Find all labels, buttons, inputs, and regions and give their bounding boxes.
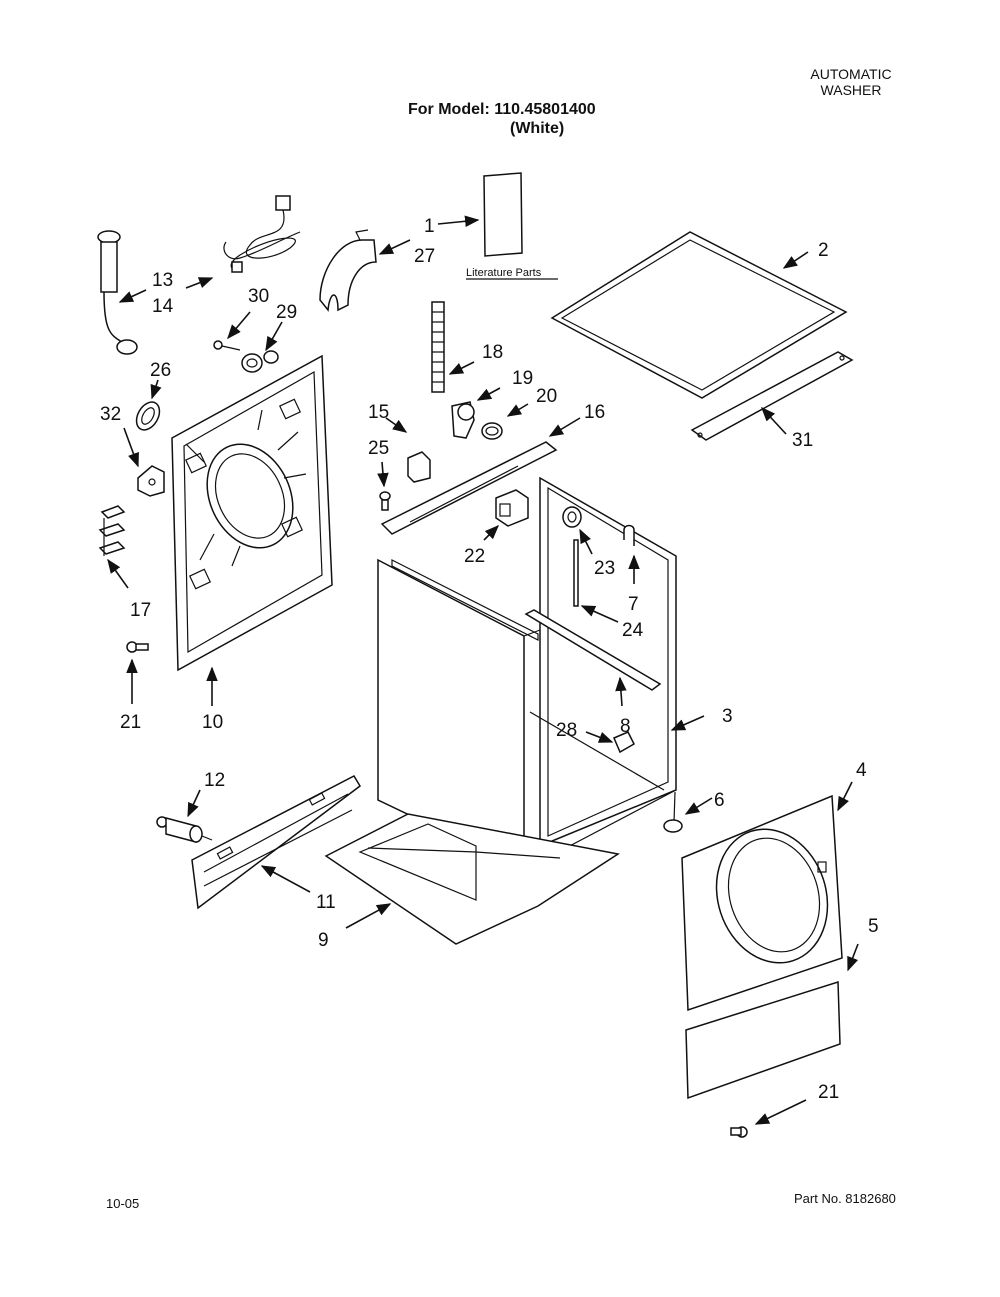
drain-hose: [431, 301, 445, 393]
hose-clamp: [481, 422, 503, 440]
leveling-leg: [663, 791, 683, 833]
callout-8: 8: [620, 716, 631, 737]
callout-27: 27: [414, 246, 435, 267]
water-level-switch: [562, 506, 582, 528]
callout-10: 10: [202, 712, 223, 733]
callout-5: 5: [868, 916, 879, 937]
strain-relief: [241, 350, 279, 373]
callout-22: 22: [464, 546, 485, 567]
hose-guide: [319, 229, 377, 312]
callout-25: 25: [368, 438, 389, 459]
callout-21-front: 21: [818, 1082, 839, 1103]
callout-14: 14: [152, 296, 174, 317]
callout-28: 28: [556, 720, 577, 741]
callout-9: 9: [318, 930, 329, 951]
callout-23: 23: [594, 558, 615, 579]
part-number: Part No. 8182680: [794, 1191, 896, 1206]
revision-date: 10-05: [106, 1196, 140, 1211]
pressure-switch: [495, 489, 529, 527]
model-title: For Model: 110.45801400: [408, 101, 596, 118]
grommet: [135, 401, 161, 431]
callout-20: 20: [536, 386, 557, 407]
callout-11: 11: [316, 892, 336, 913]
base-pad: [324, 813, 620, 945]
clip-28: [613, 731, 635, 754]
power-cord: [223, 195, 301, 273]
hook-7: [623, 524, 635, 546]
hinge-strip: [690, 351, 854, 441]
drain-elbow: [451, 401, 475, 439]
callout-19: 19: [512, 368, 533, 389]
callout-32: 32: [100, 404, 121, 425]
callout-26: 26: [150, 360, 171, 381]
callout-24: 24: [622, 620, 644, 641]
product-type: AUTOMATIC WASHER: [800, 66, 902, 98]
callout-30: 30: [248, 286, 269, 307]
callout-3: 3: [722, 706, 733, 727]
screw-21-rear: [126, 641, 149, 653]
callout-15: 15: [368, 402, 389, 423]
callout-21-rear: 21: [120, 712, 141, 733]
screw-21-front: [730, 1126, 748, 1138]
roller-12: [156, 816, 213, 843]
wire-clips: [98, 505, 126, 556]
front-panel: [681, 794, 843, 1012]
screw-30: [213, 340, 241, 351]
callout-18: 18: [482, 342, 503, 363]
model-color: (White): [510, 120, 565, 137]
callout-4: 4: [856, 760, 867, 781]
rear-panel: [171, 354, 333, 672]
bracket-15: [407, 451, 431, 483]
callout-6: 6: [714, 790, 725, 811]
bottom-rail: [191, 775, 361, 910]
callout-arrows: [107, 215, 859, 1125]
callout-31: 31: [792, 430, 813, 451]
callout-17: 17: [130, 600, 151, 621]
toe-panel: [685, 980, 841, 1100]
callout-13: 13: [152, 270, 173, 291]
cross-brace: [524, 609, 662, 691]
callout-12: 12: [204, 770, 225, 791]
product-type-line2: WASHER: [820, 82, 882, 98]
callout-29: 29: [276, 302, 297, 323]
clip-32: [137, 465, 165, 497]
callout-labels: 1 2 3 4 5 6 7 8 9 10 11 12 13 14 15 16 1…: [100, 216, 879, 1103]
product-type-line1: AUTOMATIC: [810, 66, 892, 82]
top-lid: [550, 231, 848, 399]
callout-2: 2: [818, 240, 829, 261]
inlet-hose: [97, 230, 138, 355]
top-rail: [380, 441, 558, 535]
callout-7: 7: [628, 594, 639, 615]
screw-25: [379, 491, 391, 511]
callout-16: 16: [584, 402, 605, 423]
tube-24: [573, 539, 579, 607]
literature-caption: Literature Parts: [466, 267, 542, 279]
literature-booklet: [483, 172, 523, 257]
callout-1: 1: [424, 216, 435, 237]
